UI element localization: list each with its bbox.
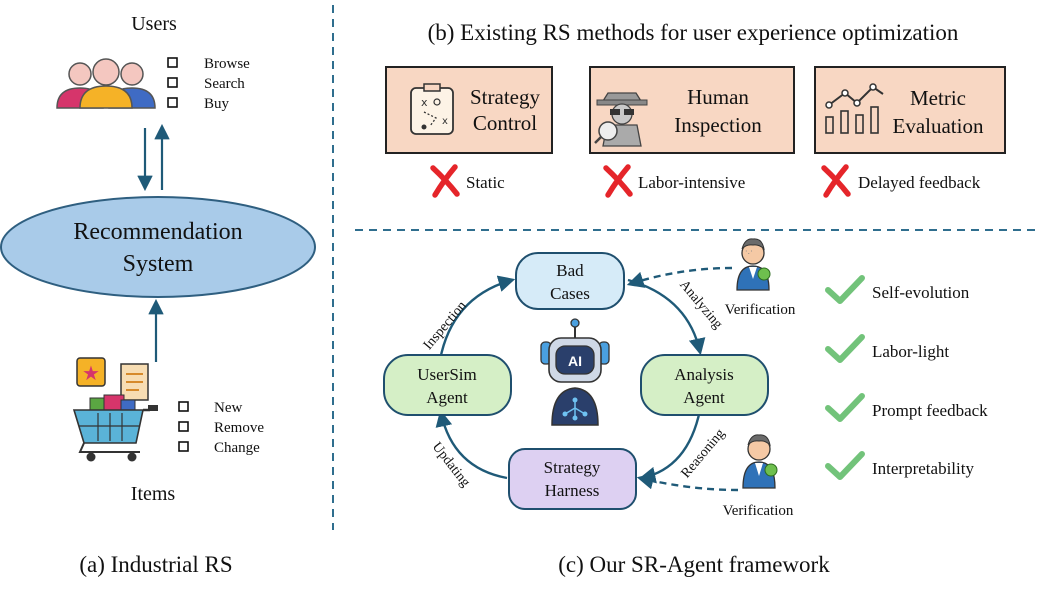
method-metric-line1: Metric bbox=[910, 86, 966, 110]
edge-label-analyzing: Analyzing bbox=[676, 278, 725, 332]
checkbox bbox=[167, 57, 178, 68]
benefits-list: Self-evolution Labor-light Prompt feedba… bbox=[825, 275, 988, 480]
check-icon bbox=[825, 451, 865, 480]
system-label-line2: System bbox=[123, 251, 194, 277]
panel-b: (b) Existing RS methods for user experie… bbox=[385, 20, 1006, 198]
strategy-board-icon: x x bbox=[410, 83, 454, 135]
node-usersim-line2: Agent bbox=[426, 388, 468, 407]
svg-text:·.·: ·.· bbox=[745, 247, 753, 256]
panel-a: Users Browse Search Buy Recommendation S… bbox=[0, 13, 316, 577]
svg-text:★: ★ bbox=[82, 361, 100, 385]
drawback-labor-intensive: Labor-intensive bbox=[638, 173, 745, 192]
panel-b-title: (b) Existing RS methods for user experie… bbox=[428, 20, 959, 45]
item-action-remove: Remove bbox=[214, 420, 264, 436]
drawback-delayed-feedback: Delayed feedback bbox=[858, 173, 981, 192]
item-action-change: Change bbox=[214, 440, 260, 456]
node-bad-cases-line2: Cases bbox=[550, 284, 590, 303]
method-box-metric-evaluation bbox=[814, 66, 1006, 154]
edge-label-reasoning: Reasoning bbox=[679, 426, 728, 481]
ai-badge: AI bbox=[568, 353, 582, 369]
checkbox bbox=[178, 401, 189, 412]
method-metric-line2: Evaluation bbox=[893, 114, 984, 138]
method-strategy-line2: Control bbox=[473, 111, 537, 135]
benefit-self-evolution: Self-evolution bbox=[872, 283, 970, 302]
checkbox bbox=[167, 97, 178, 108]
checkbox bbox=[178, 441, 189, 452]
items-label: Items bbox=[131, 483, 176, 505]
svg-text:x: x bbox=[442, 116, 448, 127]
caption-c: (c) Our SR-Agent framework bbox=[558, 552, 830, 577]
item-actions-list: New Remove Change bbox=[178, 400, 264, 456]
user-action-search: Search bbox=[204, 76, 245, 92]
benefit-labor-light: Labor-light bbox=[872, 342, 949, 361]
user-action-buy: Buy bbox=[204, 96, 230, 112]
robot-icon: AI bbox=[540, 318, 610, 426]
cross-icon bbox=[430, 164, 460, 198]
user-action-browse: Browse bbox=[204, 56, 250, 72]
method-human-line1: Human bbox=[687, 85, 749, 109]
caption-a: (a) Industrial RS bbox=[79, 552, 232, 577]
users-icon bbox=[56, 58, 156, 109]
users-label: Users bbox=[131, 13, 177, 35]
verification-label-top: Verification bbox=[725, 302, 796, 318]
node-bad-cases bbox=[515, 252, 625, 310]
arc-harness-to-usersim bbox=[435, 409, 508, 480]
svg-text:x: x bbox=[421, 96, 428, 109]
arc-usersim-to-badcases bbox=[438, 275, 516, 361]
check-icon bbox=[825, 275, 865, 304]
shopping-cart-icon: ★ bbox=[72, 357, 158, 462]
node-usersim-agent bbox=[383, 354, 512, 416]
check-icon bbox=[825, 334, 865, 363]
verifier-person-icon bbox=[742, 434, 778, 489]
edge-label-updating: Updating bbox=[429, 440, 473, 490]
node-analysis-line1: Analysis bbox=[674, 365, 734, 384]
method-strategy-line1: Strategy bbox=[470, 85, 540, 109]
recommendation-system-ellipse bbox=[0, 196, 316, 298]
benefit-interpretability: Interpretability bbox=[872, 459, 974, 478]
system-label-line1: Recommendation bbox=[73, 219, 242, 245]
item-action-new: New bbox=[214, 400, 242, 416]
checkbox bbox=[167, 77, 178, 88]
dashed-verification-top bbox=[626, 266, 733, 288]
node-analysis-agent bbox=[640, 354, 769, 416]
cross-icon bbox=[603, 164, 633, 198]
node-strategy-harness bbox=[508, 448, 637, 510]
method-human-line2: Inspection bbox=[674, 113, 762, 137]
node-usersim-line1: UserSim bbox=[417, 365, 477, 384]
user-actions-list: Browse Search Buy bbox=[167, 56, 250, 112]
cross-icon bbox=[821, 164, 851, 198]
verifier-person-icon: ·.· bbox=[736, 238, 771, 291]
dashed-verification-bottom bbox=[636, 472, 739, 492]
node-analysis-line2: Agent bbox=[683, 388, 725, 407]
node-bad-cases-line1: Bad bbox=[556, 261, 584, 280]
edge-label-inspection: Inspection bbox=[421, 299, 470, 353]
node-harness-line2: Harness bbox=[545, 481, 600, 500]
verification-label-bottom: Verification bbox=[723, 503, 794, 519]
benefit-prompt-feedback: Prompt feedback bbox=[872, 401, 988, 420]
drawback-static: Static bbox=[466, 173, 505, 192]
spy-inspector-icon bbox=[594, 92, 648, 147]
checkbox bbox=[178, 421, 189, 432]
bar-chart-icon bbox=[825, 83, 884, 134]
node-harness-line1: Strategy bbox=[544, 458, 601, 477]
panel-c: Inspection Analyzing Reasoning Updating … bbox=[383, 238, 988, 577]
check-icon bbox=[825, 393, 865, 422]
